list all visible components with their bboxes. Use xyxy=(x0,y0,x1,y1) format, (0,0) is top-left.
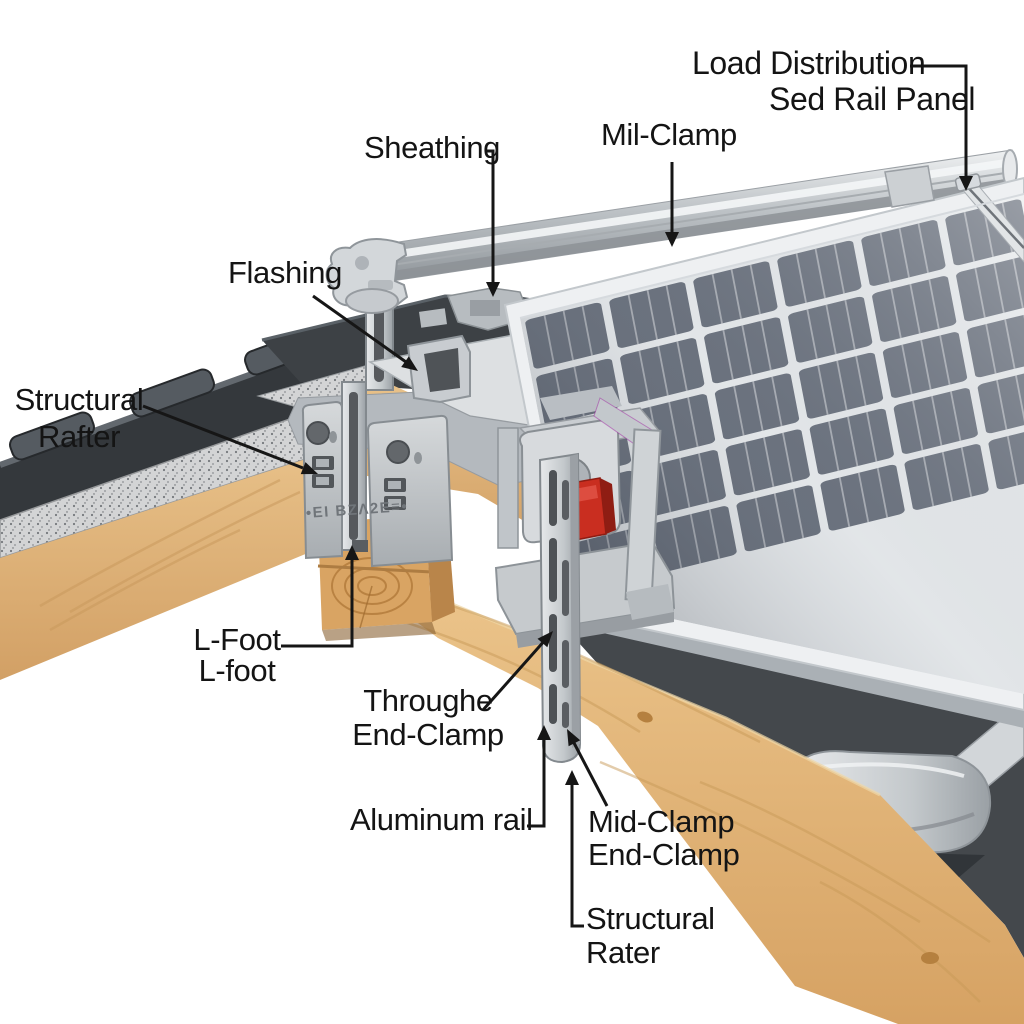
label-load-distribution-line2: Sed Rail Panel xyxy=(769,81,976,117)
panel-frame-inner-line xyxy=(519,193,1024,319)
bracket-slots xyxy=(312,456,406,510)
block-split-line xyxy=(317,564,433,574)
label-mid-clamp: Mid-Clamp End-Clamp xyxy=(588,804,740,872)
leader-flashing xyxy=(312,294,407,364)
label-structural-rafter: Structural Rafter xyxy=(0,381,158,455)
panel-bottom-edge xyxy=(565,612,1024,728)
label-aluminum-rail: Aluminum rail xyxy=(350,802,533,837)
label-through-end-clamp-line2: End-Clamp xyxy=(352,717,504,752)
label-through-end-clamp-line1: Throughe xyxy=(363,683,493,718)
panel-seam-gap xyxy=(962,181,1024,249)
leader-aluminum-rail xyxy=(527,738,546,828)
leader-structural-rafter xyxy=(142,404,304,470)
leader-load-distribution xyxy=(910,64,968,178)
label-l-foot: L-Foot L-foot xyxy=(176,624,298,686)
leader-through-end-clamp xyxy=(481,638,548,711)
clamp-upper-piece xyxy=(540,386,622,420)
beam-knot-2 xyxy=(921,952,939,964)
rail-highlight xyxy=(345,158,1012,266)
label-flashing: Flashing xyxy=(228,255,342,290)
label-load-distribution-line1: Load Distribution xyxy=(692,45,926,81)
label-mid-clamp-line1: Mid-Clamp xyxy=(588,804,735,839)
rail-foot-notch xyxy=(470,300,500,316)
rail-lower-tube xyxy=(345,288,399,314)
bracket-hole-left xyxy=(306,421,330,445)
l-foot-bracket: •EI BZΛ2E≡• xyxy=(301,381,454,568)
label-structural-rater-line2: Rater xyxy=(586,935,660,970)
label-structural-rafter-line1: Structural xyxy=(14,382,144,417)
wood-grain xyxy=(39,478,301,632)
post-edge-shade xyxy=(570,454,580,748)
bracket-notch-left xyxy=(329,431,337,443)
flashing-box-opening xyxy=(424,348,460,392)
slotted-post xyxy=(538,452,582,764)
leader-lines xyxy=(142,64,968,928)
rear-rail-highlight xyxy=(811,762,965,778)
leader-arrowheads xyxy=(300,176,973,785)
label-sheathing: Sheathing xyxy=(364,130,501,165)
clamp-left-bar xyxy=(497,427,519,549)
roof-deck-left xyxy=(0,326,341,680)
label-through-end-clamp: Throughe End-Clamp xyxy=(348,684,508,752)
leader-l-foot xyxy=(281,558,354,648)
bracket-plate-right xyxy=(366,414,454,568)
label-structural-rater: Structural Rater xyxy=(586,902,715,970)
flashing-rail-link xyxy=(419,308,447,328)
leader-sheathing xyxy=(486,149,495,284)
label-mil-clamp: Mil-Clamp xyxy=(601,117,737,152)
label-l-foot-line1: L-Foot xyxy=(193,622,281,657)
label-l-foot-line2: L-foot xyxy=(198,653,276,688)
bracket-bottom-notch xyxy=(352,540,368,552)
end-grain-crack xyxy=(359,585,373,629)
label-structural-rafter-line2: Rafter xyxy=(37,419,121,454)
bracket-hole-right xyxy=(386,440,410,464)
label-mid-clamp-line2: End-Clamp xyxy=(588,837,740,872)
rail-profile-slot xyxy=(368,280,393,290)
leader-structural-rater xyxy=(570,783,584,928)
label-structural-rater-line1: Structural xyxy=(586,901,715,936)
bracket-strut-slot xyxy=(349,392,358,540)
roof-tiles xyxy=(0,350,330,520)
z-arm-foot xyxy=(626,584,674,620)
beam-knot xyxy=(637,711,653,723)
post-slots-right xyxy=(562,480,569,728)
post-slots-left xyxy=(549,470,557,724)
leader-mid-clamp xyxy=(571,740,609,807)
red-clamp-side xyxy=(600,478,616,534)
bracket-notch-right xyxy=(414,452,422,464)
rail-profile-bore xyxy=(355,256,369,270)
rail-foot-right xyxy=(884,165,935,208)
